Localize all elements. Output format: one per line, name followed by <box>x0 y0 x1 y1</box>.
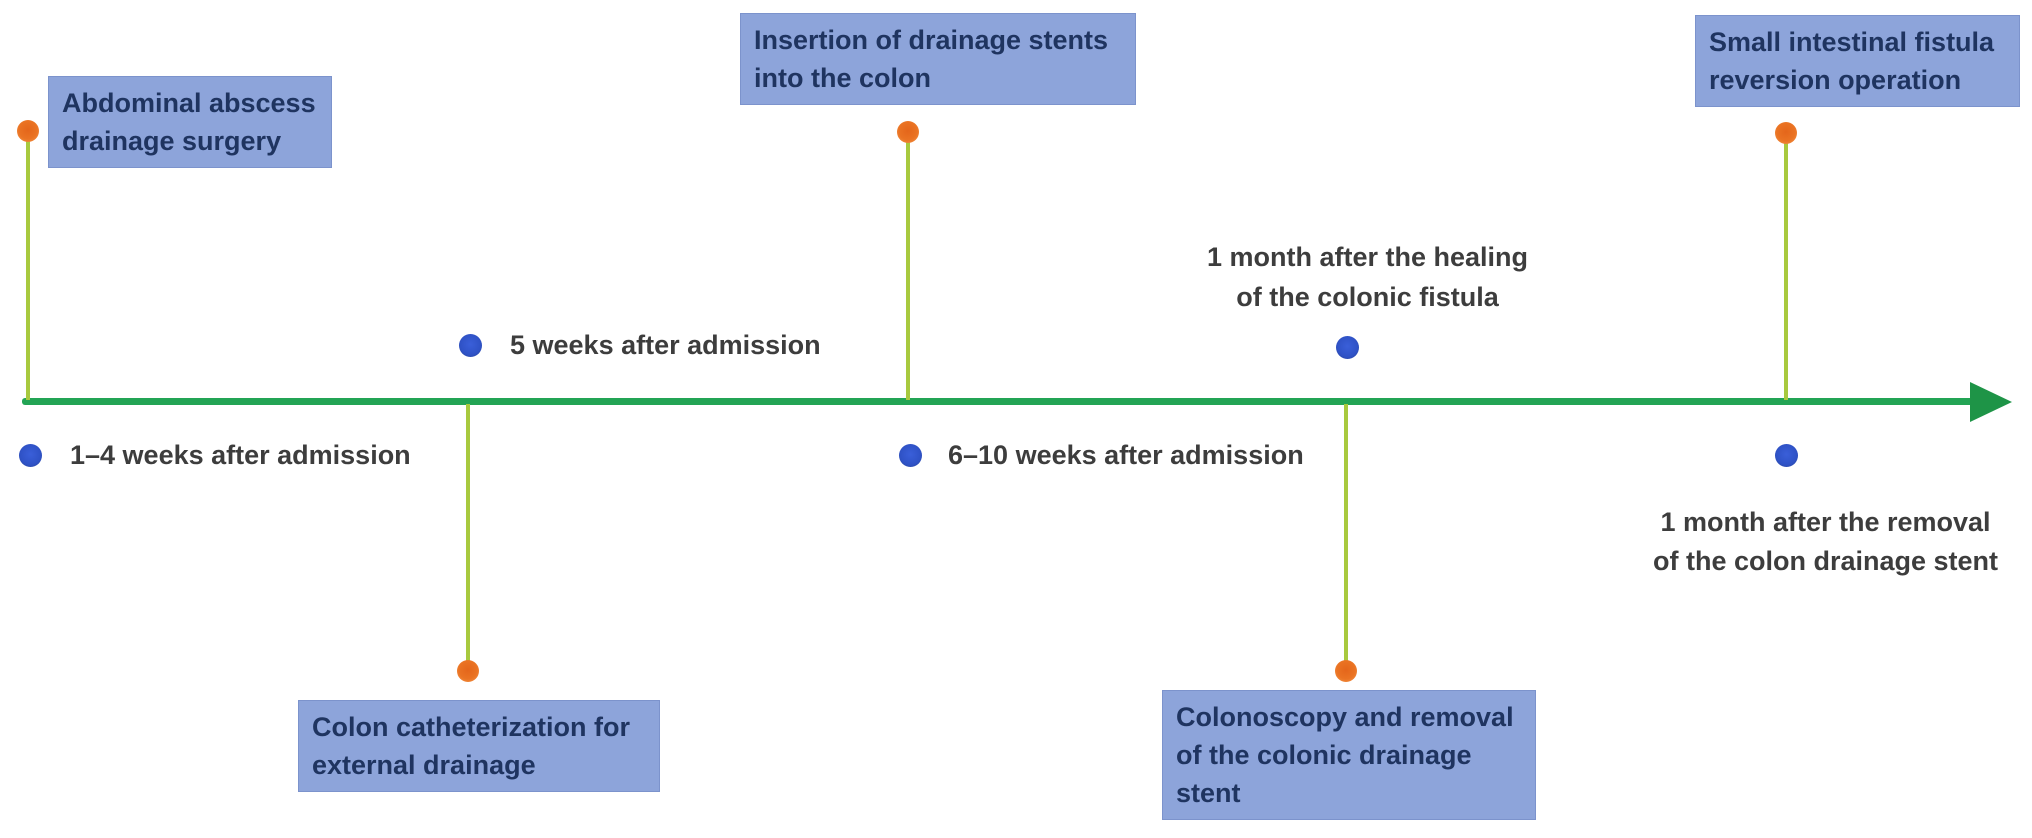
time-marker-dot-6-10-weeks <box>899 444 922 467</box>
connector-line-stent-insertion <box>906 134 910 400</box>
time-label-6-10-weeks: 6–10 weeks after admission <box>948 440 1304 470</box>
procedure-marker-dot-colonoscopy <box>1335 660 1357 682</box>
time-marker-dot-1-month-healing <box>1336 336 1359 359</box>
connector-line-abdominal-abscess <box>26 132 30 400</box>
time-marker-dot-1-month-removal <box>1775 444 1798 467</box>
time-label-5-weeks: 5 weeks after admission <box>510 330 821 360</box>
time-label-1-4-weeks: 1–4 weeks after admission <box>70 440 411 470</box>
event-box-stent-insertion: Insertion of drainage stents into the co… <box>740 13 1136 105</box>
timeline-arrowhead-icon <box>1970 382 2012 422</box>
time-label-1-month-removal: 1 month after the removal of the colon d… <box>1652 507 1999 576</box>
connector-line-fistula-reversion <box>1784 136 1788 400</box>
time-marker-dot-1-4-weeks <box>19 444 42 467</box>
event-box-colon-catheterization: Colon catheterization for external drain… <box>298 700 660 792</box>
timeline-axis <box>22 398 1978 405</box>
procedure-marker-dot-abdominal-abscess <box>17 120 39 142</box>
event-box-colonoscopy: Colonoscopy and removal of the colonic d… <box>1162 690 1536 820</box>
time-marker-dot-5-weeks <box>459 334 482 357</box>
time-label-1-month-healing: 1 month after the healing of the colonic… <box>1206 242 1529 312</box>
event-box-fistula-reversion: Small intestinal fistula reversion opera… <box>1695 15 2020 107</box>
connector-line-colonoscopy <box>1344 404 1348 666</box>
procedure-marker-dot-fistula-reversion <box>1775 122 1797 144</box>
connector-line-colon-catheterization <box>466 404 470 666</box>
event-box-abdominal-abscess: Abdominal abscess drainage surgery <box>48 76 332 168</box>
procedure-marker-dot-stent-insertion <box>897 121 919 143</box>
procedure-marker-dot-colon-catheterization <box>457 660 479 682</box>
